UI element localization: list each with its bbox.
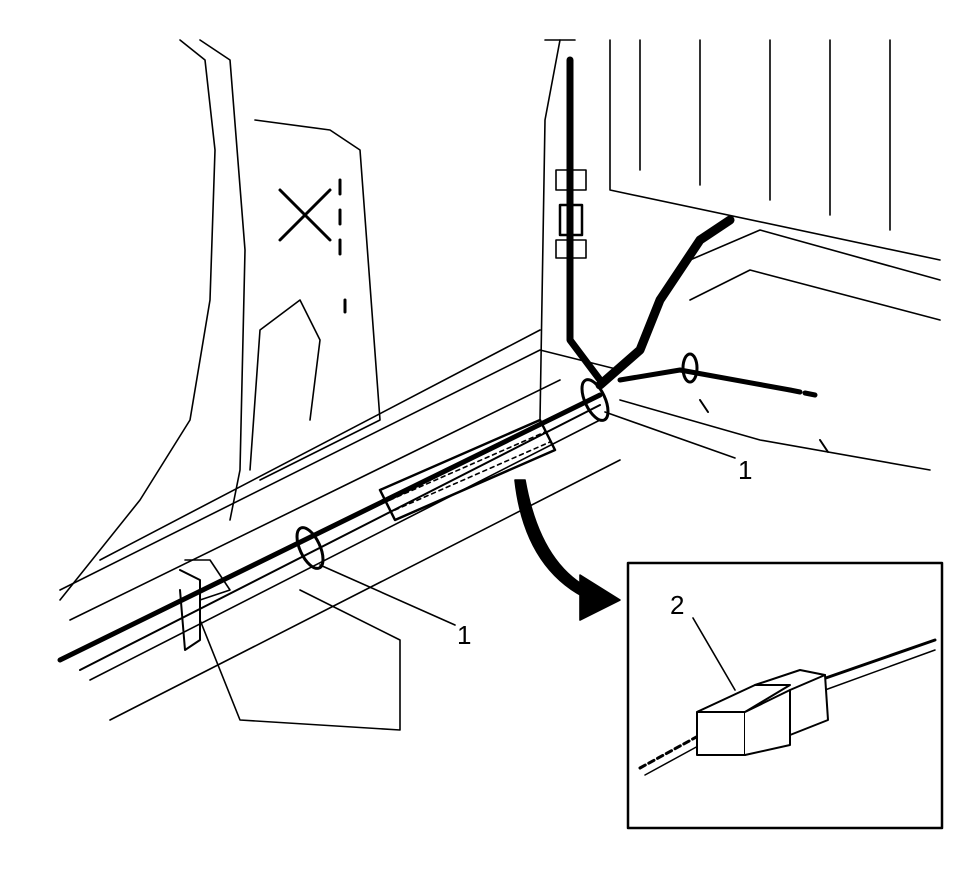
body-pillar xyxy=(59,39,576,601)
callout-label-1-front: 1 xyxy=(457,620,472,650)
wiring-harness xyxy=(57,56,818,671)
callout-label-2-connector: 2 xyxy=(670,590,685,620)
leader-line-1b xyxy=(319,564,456,626)
zoom-arrow xyxy=(514,479,621,621)
rocker-sill xyxy=(59,329,621,731)
leader-line-1a xyxy=(604,411,736,459)
detail-inset xyxy=(626,561,944,830)
rear-panel xyxy=(609,39,941,471)
callout-label-1-rear: 1 xyxy=(738,455,753,485)
